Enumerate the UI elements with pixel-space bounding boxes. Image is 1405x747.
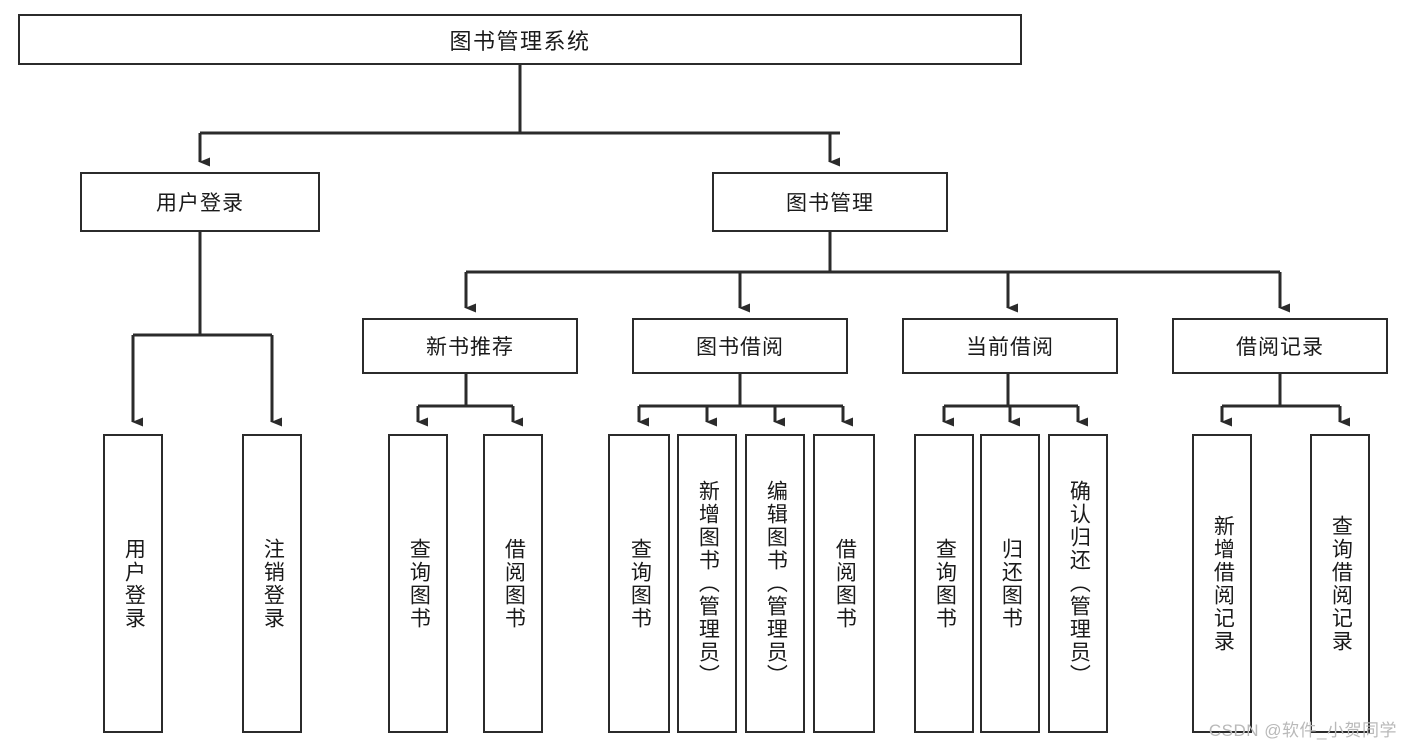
leaf-borrow-book-2[interactable]: 借阅图书 xyxy=(813,434,875,733)
node-current-borrow[interactable]: 当前借阅 xyxy=(902,318,1118,374)
node-label: 新书推荐 xyxy=(426,336,514,359)
node-label: 借阅图书 xyxy=(502,537,526,630)
node-label: 归还图书 xyxy=(999,537,1023,630)
node-label: 图书借阅 xyxy=(696,336,784,359)
node-book-management[interactable]: 图书管理 xyxy=(712,172,948,232)
leaf-logout-login[interactable]: 注销登录 xyxy=(242,434,302,733)
leaf-query-book-3[interactable]: 查询图书 xyxy=(914,434,974,733)
node-label: 用户登录 xyxy=(156,192,244,215)
leaf-query-book-1[interactable]: 查询图书 xyxy=(388,434,448,733)
leaf-edit-book[interactable]: 编辑图书（管理员） xyxy=(745,434,805,733)
leaf-borrow-book-1[interactable]: 借阅图书 xyxy=(483,434,543,733)
node-label: 新增借阅记录 xyxy=(1211,514,1235,653)
node-label: 当前借阅 xyxy=(966,336,1054,359)
node-label: 编辑图书（管理员） xyxy=(764,480,788,687)
node-label: 查询图书 xyxy=(628,537,652,630)
node-label: 查询图书 xyxy=(407,537,431,630)
node-user-login[interactable]: 用户登录 xyxy=(80,172,320,232)
node-label: 借阅记录 xyxy=(1236,336,1324,359)
node-label: 确认归还（管理员） xyxy=(1067,480,1091,687)
node-label: 借阅图书 xyxy=(833,537,857,630)
node-label: 查询图书 xyxy=(933,537,957,630)
node-label: 用户登录 xyxy=(122,537,146,630)
leaf-add-borrow-record[interactable]: 新增借阅记录 xyxy=(1192,434,1252,733)
leaf-confirm-return[interactable]: 确认归还（管理员） xyxy=(1048,434,1108,733)
leaf-return-book[interactable]: 归还图书 xyxy=(980,434,1040,733)
node-book-borrow[interactable]: 图书借阅 xyxy=(632,318,848,374)
csdn-watermark: CSDN @软件_小贺同学 xyxy=(1208,721,1397,740)
leaf-query-book-2[interactable]: 查询图书 xyxy=(608,434,670,733)
node-label: 图书管理 xyxy=(786,192,874,215)
node-label: 图书管理系统 xyxy=(449,28,591,54)
node-label: 注销登录 xyxy=(261,537,285,630)
leaf-user-login[interactable]: 用户登录 xyxy=(103,434,163,733)
leaf-query-borrow-record[interactable]: 查询借阅记录 xyxy=(1310,434,1370,733)
node-label: 查询借阅记录 xyxy=(1329,514,1353,653)
leaf-add-book[interactable]: 新增图书（管理员） xyxy=(677,434,737,733)
node-new-book-recommend[interactable]: 新书推荐 xyxy=(362,318,578,374)
node-book-management-system[interactable]: 图书管理系统 xyxy=(18,14,1022,65)
node-borrow-record[interactable]: 借阅记录 xyxy=(1172,318,1388,374)
node-label: 新增图书（管理员） xyxy=(696,480,720,687)
